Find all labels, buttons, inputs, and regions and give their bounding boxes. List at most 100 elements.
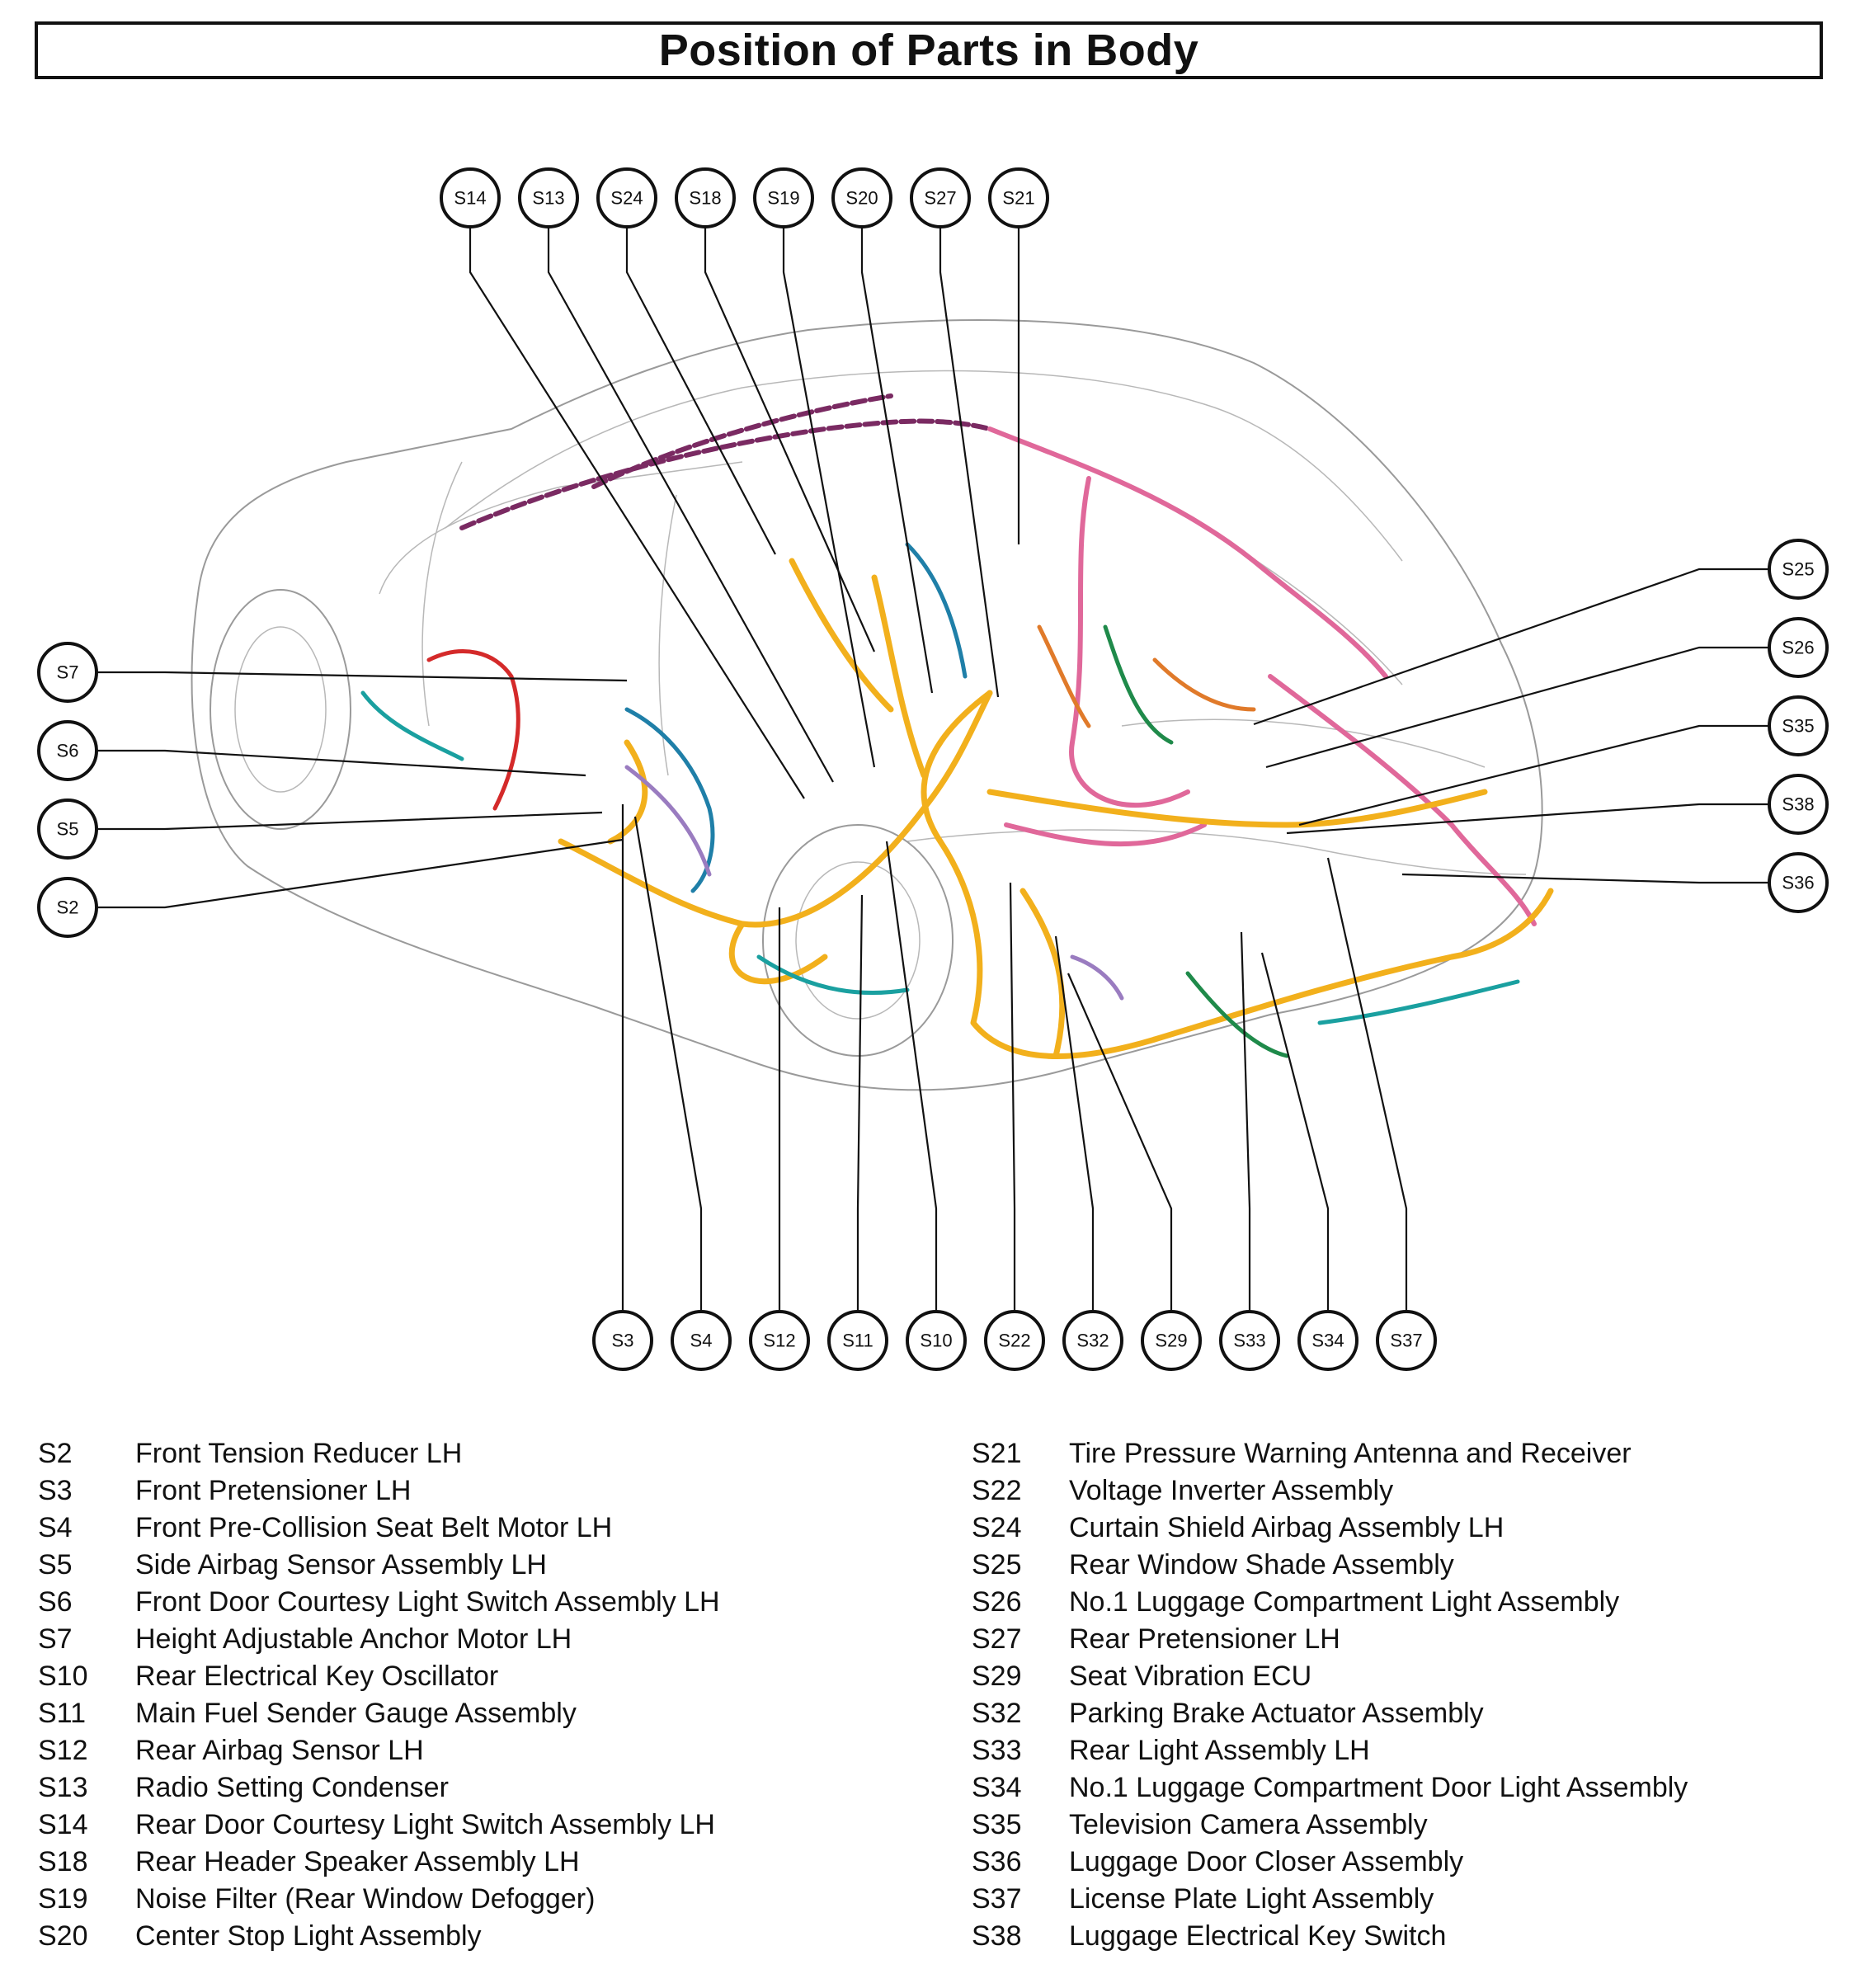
legend-code: S29 — [972, 1661, 1022, 1692]
leader-s29 — [1067, 973, 1173, 1312]
car-body-outline — [191, 319, 1543, 1091]
callout-s10[interactable]: S10 — [906, 1310, 967, 1371]
callout-circle — [753, 167, 814, 228]
callout-circle — [1376, 1310, 1437, 1371]
callout-circle — [1219, 1310, 1280, 1371]
callout-s5[interactable]: S5 — [37, 798, 98, 860]
legend-part-name: Seat Vibration ECU — [1069, 1661, 1312, 1692]
callout-label: S13 — [532, 188, 564, 209]
leader-s13 — [547, 227, 834, 783]
legend-code: S21 — [972, 1438, 1022, 1469]
callout-s19[interactable]: S19 — [753, 167, 814, 228]
callout-label: S11 — [842, 1331, 873, 1351]
callout-s34[interactable]: S34 — [1297, 1310, 1359, 1371]
callout-s29[interactable]: S29 — [1141, 1310, 1202, 1371]
callout-circle — [671, 1310, 732, 1371]
callout-s11[interactable]: S11 — [827, 1310, 888, 1371]
legend-row: S13 Radio Setting Condenser — [38, 1769, 720, 1807]
callout-label: S36 — [1782, 873, 1814, 893]
callout-s7[interactable]: S7 — [37, 642, 98, 703]
legend-part-name: Main Fuel Sender Gauge Assembly — [135, 1698, 577, 1729]
callout-s4[interactable]: S4 — [671, 1310, 732, 1371]
callout-s33[interactable]: S33 — [1219, 1310, 1280, 1371]
callout-s22[interactable]: S22 — [984, 1310, 1045, 1371]
callout-s3[interactable]: S3 — [592, 1310, 653, 1371]
callout-s36[interactable]: S36 — [1768, 852, 1829, 913]
callout-label: S5 — [57, 819, 79, 840]
callout-s27[interactable]: S27 — [910, 167, 971, 228]
legend-code: S35 — [972, 1809, 1022, 1840]
callout-s6[interactable]: S6 — [37, 720, 98, 781]
callout-s21[interactable]: S21 — [988, 167, 1049, 228]
callout-circle — [910, 167, 971, 228]
legend-code: S32 — [972, 1698, 1022, 1729]
callout-s24[interactable]: S24 — [596, 167, 657, 228]
callout-label: S22 — [998, 1331, 1030, 1351]
callout-s14[interactable]: S14 — [440, 167, 501, 228]
leader-s37 — [1326, 857, 1408, 1312]
callout-s2[interactable]: S2 — [37, 877, 98, 938]
legend-code: S5 — [38, 1549, 73, 1581]
callout-s18[interactable]: S18 — [675, 167, 736, 228]
callout-label: S24 — [610, 188, 643, 209]
callout-label: S6 — [57, 741, 79, 761]
leader-s4 — [633, 816, 703, 1312]
legend-code: S13 — [38, 1772, 88, 1803]
leader-lines — [97, 227, 1769, 1312]
leader-s7 — [97, 671, 628, 682]
callout-s20[interactable]: S20 — [831, 167, 892, 228]
leader-s36 — [1401, 873, 1769, 884]
callout-label: S35 — [1782, 716, 1814, 737]
legend-code: S3 — [38, 1475, 73, 1506]
callout-circle — [37, 877, 98, 938]
callout-label: S20 — [845, 188, 878, 209]
legend-part-name: Height Adjustable Anchor Motor LH — [135, 1623, 572, 1655]
callout-s13[interactable]: S13 — [518, 167, 579, 228]
leader-s25 — [1253, 568, 1769, 726]
callout-circle — [984, 1310, 1045, 1371]
callout-label: S21 — [1002, 188, 1034, 209]
leader-s38 — [1286, 803, 1769, 835]
callout-s32[interactable]: S32 — [1062, 1310, 1123, 1371]
callout-s26[interactable]: S26 — [1768, 617, 1829, 678]
callout-s12[interactable]: S12 — [749, 1310, 810, 1371]
legend-code: S24 — [972, 1512, 1022, 1543]
legend-code: S34 — [972, 1772, 1022, 1803]
legend-code: S14 — [38, 1809, 88, 1840]
callout-circle — [37, 642, 98, 703]
leader-s35 — [1298, 724, 1769, 827]
callout-circle — [596, 167, 657, 228]
leader-s19 — [782, 227, 876, 768]
legend-part-name: Voltage Inverter Assembly — [1069, 1475, 1394, 1506]
callout-circle — [1297, 1310, 1359, 1371]
legend-part-name: Radio Setting Condenser — [135, 1772, 449, 1803]
callout-circle — [1768, 539, 1829, 600]
callout-circle — [1768, 774, 1829, 835]
callout-circle — [831, 167, 892, 228]
legend-part-name: Noise Filter (Rear Window Defogger) — [135, 1883, 596, 1915]
legend-code: S7 — [38, 1623, 73, 1655]
callout-label: S4 — [690, 1331, 713, 1351]
legend-code: S18 — [38, 1846, 88, 1877]
callout-s38[interactable]: S38 — [1768, 774, 1829, 835]
legend-part-name: Front Door Courtesy Light Switch Assembl… — [135, 1586, 720, 1618]
leader-s34 — [1260, 952, 1330, 1312]
legend-part-name: Luggage Electrical Key Switch — [1069, 1920, 1447, 1952]
callout-s35[interactable]: S35 — [1768, 695, 1829, 756]
callout-s37[interactable]: S37 — [1376, 1310, 1437, 1371]
callout-s25[interactable]: S25 — [1768, 539, 1829, 600]
legend-code: S26 — [972, 1586, 1022, 1618]
